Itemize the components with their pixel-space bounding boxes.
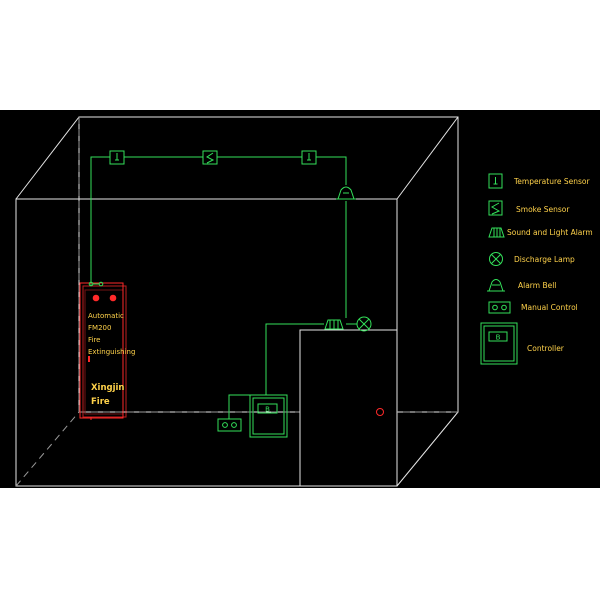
legend-manual-control-icon bbox=[488, 301, 511, 314]
cabinet-text: Automatic FM200 Fire Extinguishing bbox=[88, 312, 135, 356]
cabinet-line-3: Fire bbox=[88, 336, 101, 344]
wiring bbox=[90, 156, 357, 419]
legend-manual-control-label: Manual Control bbox=[521, 303, 578, 312]
legend-alarm-bell-label: Alarm Bell bbox=[518, 281, 556, 290]
room-edge-top-left bbox=[15, 116, 80, 200]
room-edge-top-right bbox=[396, 116, 459, 200]
fm200-cabinet bbox=[79, 282, 127, 420]
cabinet-indicator-left bbox=[92, 294, 100, 302]
cabinet-brand-line-2: Fire bbox=[91, 397, 110, 407]
smoke-sensor bbox=[202, 150, 218, 165]
cabinet-wire-terminal-left bbox=[88, 281, 94, 287]
cabinet-line-2: FM200 bbox=[88, 324, 111, 332]
legend-sound-light-alarm-label: Sound and Light Alarm bbox=[507, 228, 593, 237]
legend-controller-label: Controller bbox=[527, 344, 565, 353]
room-edge-bottom-right bbox=[396, 411, 459, 487]
cabinet-gauge-mark bbox=[88, 356, 90, 362]
sound-light-alarm bbox=[324, 319, 344, 330]
cabinet-indicator-right bbox=[109, 294, 117, 302]
legend-temperature-sensor-label: Temperature Sensor bbox=[513, 177, 591, 186]
controller-device-label: B bbox=[265, 406, 270, 414]
manual-control-box bbox=[217, 418, 242, 432]
discharge-lamp bbox=[356, 316, 372, 332]
controller-device bbox=[249, 394, 288, 438]
door bbox=[299, 329, 398, 487]
alarm-bell bbox=[336, 186, 356, 200]
legend-sound-light-alarm-icon bbox=[488, 227, 505, 238]
legend-smoke-sensor-label: Smoke Sensor bbox=[516, 205, 570, 214]
temperature-sensor-2 bbox=[301, 150, 317, 165]
legend-discharge-lamp-label: Discharge Lamp bbox=[514, 255, 575, 264]
legend: Temperature Sensor Smoke Sensor Sound an… bbox=[480, 173, 593, 365]
legend-alarm-bell-icon bbox=[487, 279, 505, 292]
legend-discharge-lamp-icon bbox=[489, 252, 503, 266]
legend-controller-symbol-label: B bbox=[496, 334, 501, 342]
cabinet-wire-terminal-right bbox=[98, 281, 104, 287]
legend-temperature-sensor-icon bbox=[488, 173, 503, 189]
legend-smoke-sensor-icon bbox=[488, 200, 503, 216]
temperature-sensor-1 bbox=[109, 150, 125, 165]
cabinet-brand: Xingjin Fire bbox=[91, 383, 124, 407]
legend-controller-icon bbox=[480, 322, 518, 365]
cabinet-line-1: Automatic bbox=[88, 312, 124, 320]
cabinet-brand-line-1: Xingjin bbox=[91, 383, 124, 393]
cabinet-line-4: Extinguishing bbox=[88, 348, 135, 356]
